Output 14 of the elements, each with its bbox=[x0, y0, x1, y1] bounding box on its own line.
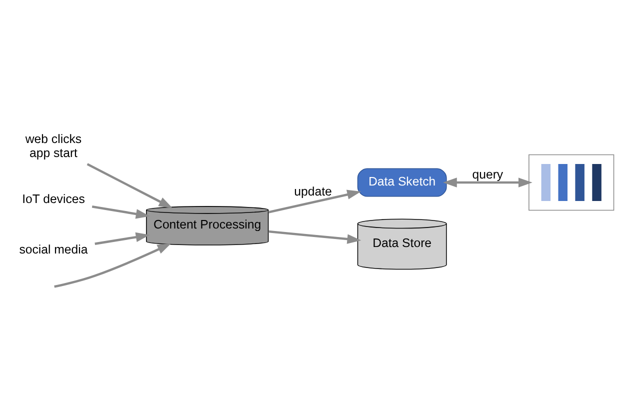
node-text: social media bbox=[19, 242, 88, 256]
node-text: web clicks app start bbox=[25, 132, 82, 160]
node-text: IoT devices bbox=[22, 192, 85, 206]
arrow bbox=[92, 205, 150, 219]
arrow bbox=[268, 230, 362, 244]
arrow bbox=[54, 243, 172, 288]
arrow bbox=[268, 190, 362, 214]
arrow bbox=[94, 232, 150, 245]
edge-label: query bbox=[472, 168, 504, 182]
arrow bbox=[442, 178, 532, 188]
node-box: Data Sketch bbox=[357, 168, 447, 197]
node-picture bbox=[528, 154, 614, 211]
edge-label: update bbox=[294, 184, 332, 198]
arrow bbox=[86, 163, 173, 208]
